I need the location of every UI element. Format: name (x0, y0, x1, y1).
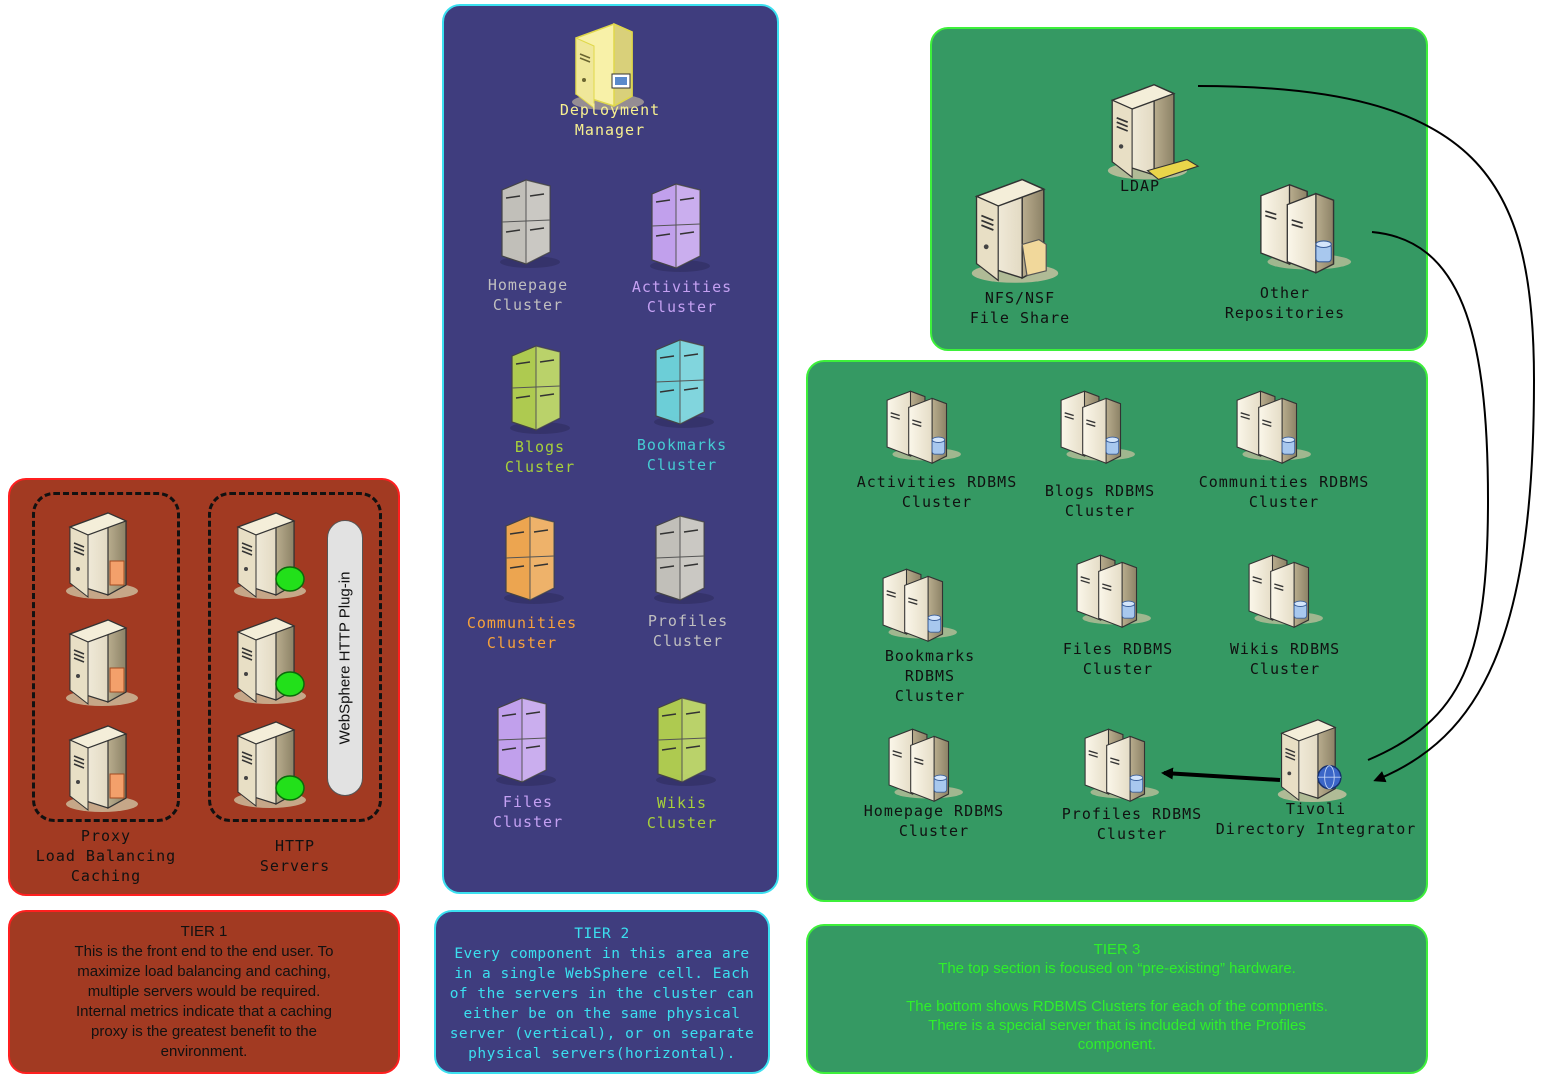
ldap-to-tdi-connector (1197, 85, 1536, 783)
proxy-server-icon (65, 725, 139, 813)
http-server-icon (233, 617, 307, 705)
ldap-server-icon (1107, 83, 1200, 181)
tivoli-server-icon (1277, 719, 1348, 803)
proxy-server-icon (65, 512, 139, 600)
proxy-server-icon (65, 619, 139, 707)
tier3-description: TIER 3 The top section is focused on “pr… (806, 924, 1428, 1074)
tier1-title: TIER 1 (180, 923, 228, 940)
repositories-to-tdi-connector (1367, 231, 1490, 761)
tier1-description: TIER 1 This is the front end to the end … (8, 910, 400, 1074)
nfs-server-icon (970, 178, 1060, 284)
websphere-plugin-bar: WebSphere HTTP Plug-in (327, 520, 363, 796)
http-group-outline (208, 492, 382, 822)
http-server-icon (233, 721, 307, 809)
tier2-description: TIER 2 Every component in this area are … (434, 910, 770, 1074)
tdi-to-profiles-db-connector (1161, 767, 1281, 782)
tier3-title: TIER 3 (1093, 941, 1141, 958)
tier2-title: TIER 2 (574, 926, 630, 942)
http-server-icon (233, 512, 307, 600)
ldap-label: LDAP (1119, 177, 1161, 195)
proxy-group-outline (32, 492, 180, 822)
